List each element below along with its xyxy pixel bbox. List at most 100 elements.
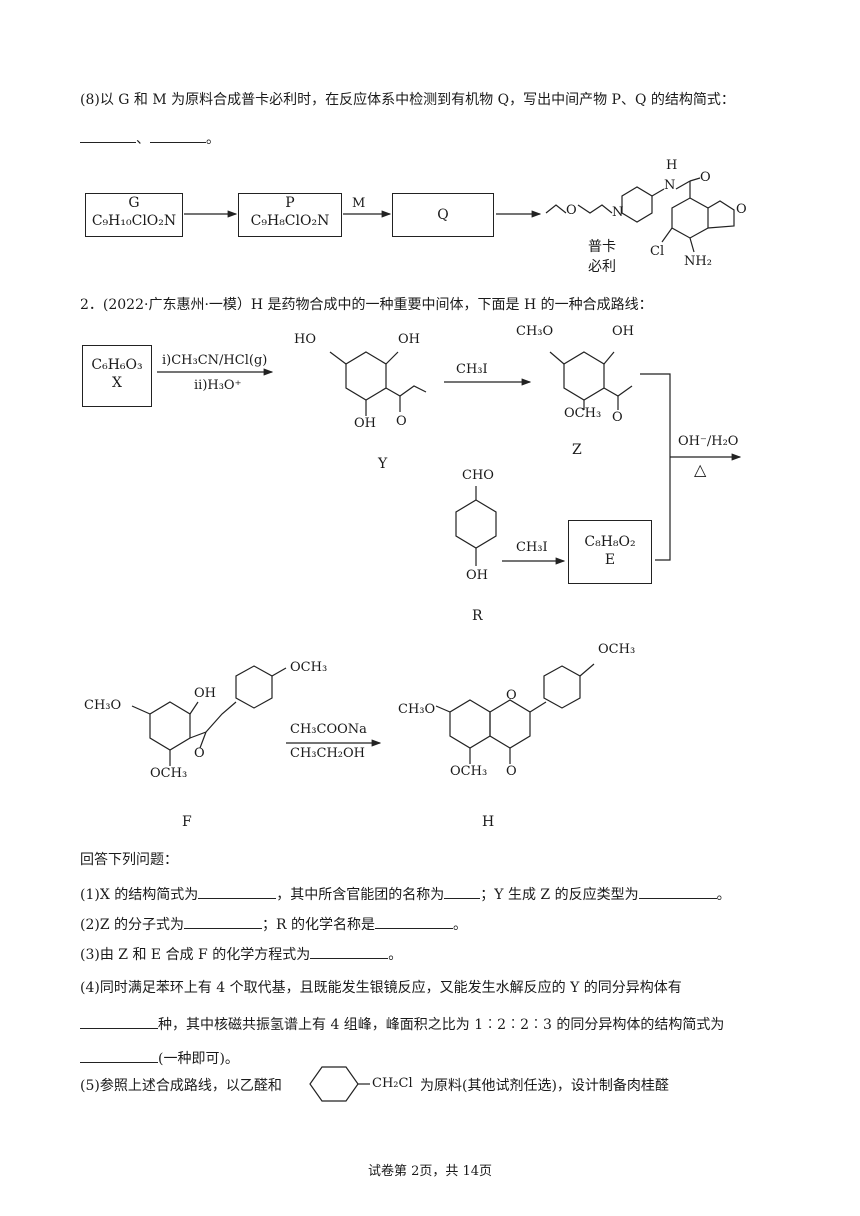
question-4-line3: (一种即可)。	[80, 1048, 239, 1069]
reagent-ch3i-1: CH₃I	[456, 362, 488, 377]
q1-part-c: ；Y 生成 Z 的反应类型为	[480, 887, 639, 903]
question-3: (3)由 Z 和 E 合成 F 的化学方程式为。	[80, 944, 402, 965]
y-ho-label: HO	[294, 332, 316, 347]
q1-blank-structure[interactable]	[198, 884, 277, 899]
y-oh-label: OH	[398, 332, 420, 347]
drug-nh2-label: NH₂	[684, 254, 712, 269]
y-benzene-ring	[345, 351, 387, 401]
q4-part-b: 种，其中核磁共振氢谱上有 4 组峰，峰面积之比为 1︰2︰2︰3 的同分异构体的…	[158, 1017, 725, 1033]
merge-bracket	[640, 373, 671, 561]
drug-name-line1: 普卡	[588, 239, 616, 255]
q8-answer-line: 、。	[80, 128, 220, 149]
drug-o-ether-label: O	[566, 203, 577, 218]
question-2: (2)Z 的分子式为；R 的化学名称是。	[80, 914, 467, 935]
r-oh-label: OH	[466, 568, 488, 583]
z-o-label: O	[612, 410, 623, 425]
compound-g-formula: C₉H₁₀ClO₂N	[91, 213, 177, 229]
y-oh-bond	[385, 351, 399, 365]
z-oh-label: OH	[612, 324, 634, 339]
question-4-line1: (4)同时满足苯环上有 4 个取代基，且既能发生银镜反应，又能发生水解反应的 Y…	[80, 980, 682, 996]
z-oh-bond	[603, 351, 615, 365]
h-och3-top-label: OCH₃	[598, 642, 636, 657]
z-ch3o-label: CH₃O	[516, 324, 554, 339]
f-ch3o-label: CH₃O	[84, 698, 122, 713]
drug-nh2-bond	[689, 237, 695, 253]
q4-blank-structure[interactable]	[80, 1048, 158, 1063]
h-pyranone-ring	[489, 699, 531, 749]
drug-name-line2: 必利	[588, 259, 616, 275]
drug-furan-ring	[707, 200, 735, 229]
q8-text: (8)以 G 和 M 为原料合成普卡必利时，在反应体系中检测到有机物 Q，写出中…	[80, 92, 735, 108]
drug-methoxy-chain	[545, 204, 567, 214]
compound-p-box: P C₉H₈ClO₂N	[238, 193, 342, 237]
h-ch3o-bond	[435, 705, 451, 713]
answer-blank-q[interactable]	[150, 128, 206, 143]
h-och3-top-bond	[579, 663, 595, 677]
f-oh-bond	[189, 701, 199, 715]
drug-amide-bond	[675, 180, 691, 190]
q4-part-c: (一种即可)。	[158, 1051, 239, 1067]
f-ring-b	[235, 665, 273, 709]
z-ch3o-bond	[549, 351, 565, 365]
question-5-group: CH₂Cl	[372, 1076, 413, 1091]
q1-blank-group[interactable]	[444, 884, 481, 899]
h-ring-b	[543, 665, 581, 709]
compound-e-formula: C₈H₈O₂	[584, 534, 636, 550]
q2-blank-formula[interactable]	[184, 914, 263, 929]
drug-cl-bond	[661, 227, 673, 243]
compound-x-box: C₆H₆O₃ X	[82, 345, 152, 407]
drug-cl-label: Cl	[650, 244, 665, 259]
question-1: (1)X 的结构简式为 ，其中所含官能团的名称为 ；Y 生成 Z 的反应类型为 。	[80, 884, 731, 905]
step1-reagent-i: i)CH₃CN/HCl(g)	[162, 353, 268, 368]
question-5-part-a: (5)参照上述合成路线，以乙醛和	[80, 1078, 282, 1094]
r-name: R	[472, 608, 483, 624]
z-acetyl	[603, 385, 633, 397]
reagent-m: M	[352, 196, 366, 211]
q2-part-b: ；R 的化学名称是	[262, 917, 376, 933]
drug-co-bond	[689, 177, 701, 182]
y-oh2-label: OH	[354, 416, 376, 431]
question-5-part-b: 为原料(其他试剂任选)，设计制备肉桂醛	[420, 1078, 669, 1094]
y-ho-bond	[329, 351, 347, 365]
drug-propyl-chain	[577, 204, 613, 214]
compound-x-name: X	[112, 375, 122, 391]
h-name: H	[482, 814, 495, 830]
q1-part-b: ，其中所含官能团的名称为	[276, 887, 445, 903]
answer-end: 。	[206, 131, 220, 147]
drug-h-label: H	[666, 158, 678, 173]
compound-g-box: G C₉H₁₀ClO₂N	[85, 193, 183, 237]
y-acetyl	[385, 385, 427, 397]
y-o-label: O	[396, 414, 407, 429]
q4-blank-count[interactable]	[80, 1014, 158, 1029]
q3-blank-equation[interactable]	[310, 944, 389, 959]
compound-g-name: G	[128, 195, 140, 211]
q1-end: 。	[716, 887, 731, 903]
drug-o-ring-label: O	[736, 202, 747, 217]
y-name: Y	[378, 456, 388, 472]
r-cho-label: CHO	[462, 468, 494, 483]
f-o-label: O	[194, 746, 205, 761]
f-och3-label: OCH₃	[150, 766, 188, 781]
q2-blank-name[interactable]	[375, 914, 454, 929]
h-ch3o-label: CH₃O	[398, 702, 436, 717]
f-oh-label: OH	[194, 686, 216, 701]
drug-benzene-ring	[671, 197, 709, 239]
f-och3-top-label: OCH₃	[290, 660, 328, 675]
heat-symbol: △	[694, 460, 707, 479]
drug-nh-bond	[651, 188, 665, 197]
answer-prompt: 回答下列问题：	[80, 852, 178, 868]
h-och3-label: OCH₃	[450, 764, 488, 779]
q1-blank-type[interactable]	[638, 884, 717, 899]
f-enone-chain	[189, 701, 237, 739]
answer-blank-p[interactable]	[80, 128, 136, 143]
q1-part-a: (1)X 的结构简式为	[80, 887, 199, 903]
q2-end: 。	[453, 917, 468, 933]
f-ring-a	[149, 701, 191, 751]
drug-n-label: N	[664, 178, 676, 193]
h-ring-a	[449, 699, 491, 749]
reagent-ch3i-2: CH₃I	[516, 540, 548, 555]
h-o-label: O	[506, 764, 517, 779]
f-och3-top-bond	[271, 667, 287, 677]
compound-e-name: E	[604, 552, 616, 568]
f-name: F	[182, 814, 192, 830]
